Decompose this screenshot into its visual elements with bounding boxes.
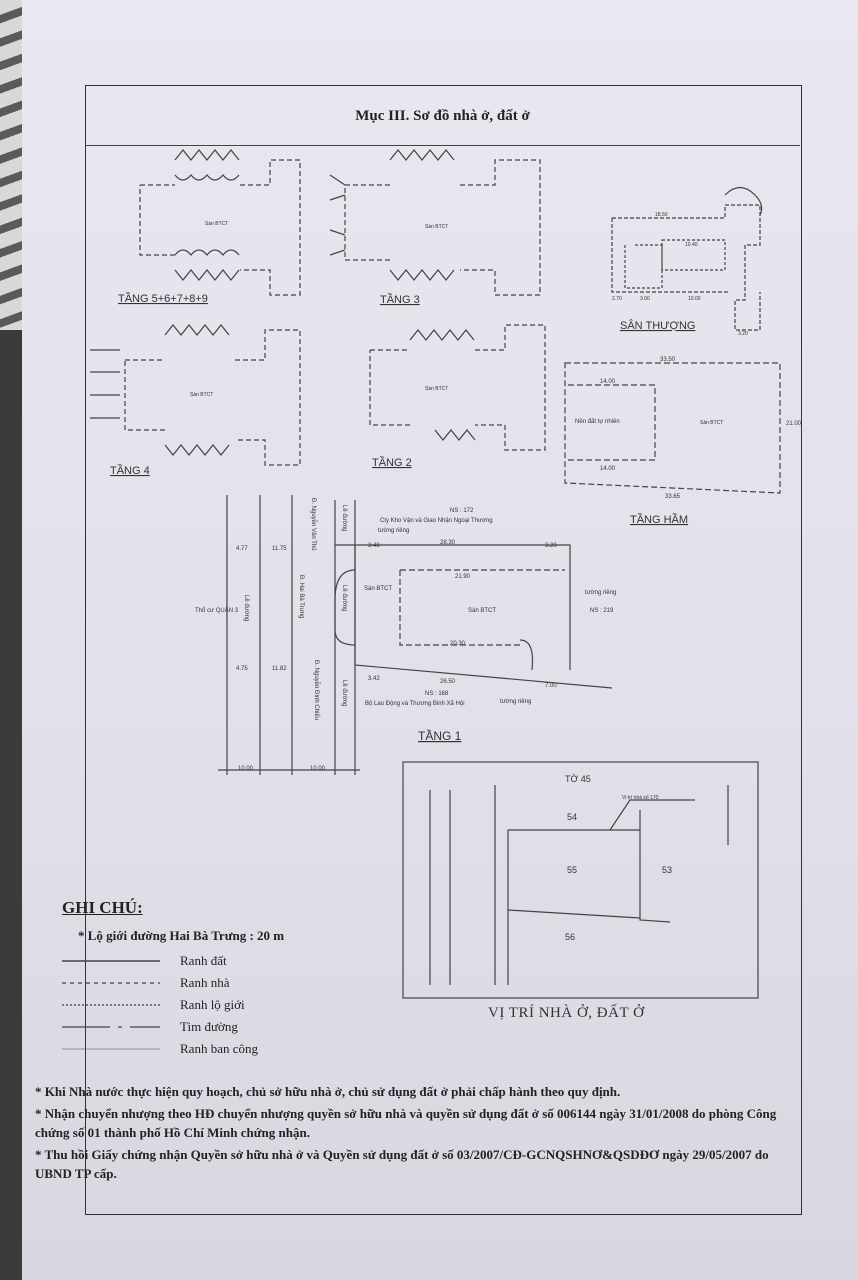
legend-label: Tim đường <box>180 1019 238 1034</box>
plan-tang-5-9: Sàn BTCT TẦNG 5+6+7+8+9 <box>118 149 301 305</box>
dimension: 20.30 <box>450 641 466 647</box>
label-san-btct: Sàn BTCT <box>205 221 228 227</box>
neighbor-ns: NS : 172 <box>450 508 474 514</box>
label-san-btct: Sàn BTCT <box>468 608 496 614</box>
floor-label: TẦNG 4 <box>110 464 150 477</box>
note: * Nhận chuyển nhượng theo HĐ chuyển nhượ… <box>35 1106 777 1140</box>
legend-item: Ranh đất <box>60 952 360 972</box>
title-divider <box>85 145 800 146</box>
plan-tang-ham: 33.50 14.00 14.00 33.65 21.00 Nền đất tự… <box>564 357 802 526</box>
legend-lines <box>62 960 160 1050</box>
label-san-btct: Sàn BTCT <box>364 586 392 592</box>
dimension: 33.65 <box>665 494 681 500</box>
lot-number: 53 <box>662 865 672 875</box>
location-map: TỜ 45 Vị trí nhà số 170 54 55 53 56 <box>402 761 759 999</box>
plan-san-thuong: 18.50 10.40 2.70 3.00 10.00 3.20 SÂN THƯ… <box>611 186 763 337</box>
legend: * Lộ giới đường Hai Bà Trưng : 20 m Ranh… <box>60 928 285 1056</box>
road-width-note: * Lộ giới đường Hai Bà Trưng : 20 m <box>78 928 285 943</box>
wall-label: tường riêng <box>585 590 616 596</box>
legend-item: Tim đường <box>60 1018 360 1038</box>
lot-number: 56 <box>565 932 575 942</box>
dimension: 18.50 <box>655 212 668 218</box>
location-pointer: Vị trí nhà số 170 <box>622 795 659 801</box>
neighbor-ns: NS : 168 <box>425 691 449 697</box>
wall-label: tường riêng <box>378 528 409 534</box>
plan-tang-3: Sàn BTCT TẦNG 3 <box>329 149 541 306</box>
location-caption: VỊ TRÍ NHÀ Ở, ĐẤT Ở <box>488 1005 645 1021</box>
dimension: 21.00 <box>786 421 802 427</box>
floor-label: TẦNG 1 <box>418 728 462 743</box>
dimension: 7.00 <box>545 683 557 689</box>
dimension: 10.00 <box>310 766 326 772</box>
section-title: Mục III. Sơ đồ nhà ở, đất ở <box>355 108 530 124</box>
label-nen-dat: Nền đất tự nhiên <box>575 419 620 425</box>
label-san-btct: Sàn BTCT <box>700 420 723 426</box>
lot-number: 55 <box>567 865 577 875</box>
floor-label: SÂN THƯỢNG <box>620 319 695 332</box>
dimension: 10.40 <box>685 242 698 248</box>
road-label: Đ. Nguyễn Văn Thủ <box>310 498 317 551</box>
notes: * Khi Nhà nước thực hiện quy hoạch, chủ … <box>35 1082 795 1186</box>
floor-label: TẦNG 2 <box>372 456 412 469</box>
lot-number: 54 <box>567 812 577 822</box>
neighbor-ns: NS : 219 <box>590 608 614 614</box>
dimension: 3.48 <box>368 543 380 549</box>
dimension: 10.00 <box>238 766 254 772</box>
sidewalk-label: Lề đường <box>243 595 249 621</box>
floor-label: TẦNG 3 <box>380 293 420 306</box>
legend-label: Ranh lộ giới <box>180 997 245 1012</box>
sidewalk-label: Lề đường <box>341 680 347 706</box>
dimension: 10.00 <box>688 296 701 302</box>
dimension: 14.00 <box>600 379 616 385</box>
dimension: 3.20 <box>545 543 557 549</box>
sidewalk-label: Lề đường <box>341 505 347 531</box>
neighbor-label: Bộ Lao Động và Thương Binh Xã Hội <box>365 701 465 707</box>
dimension: 2.70 <box>612 296 622 302</box>
wall-label: tường riêng <box>500 699 531 705</box>
legend-heading: GHI CHÚ: <box>62 898 143 917</box>
note: * Khi Nhà nước thực hiện quy hoạch, chủ … <box>35 1084 621 1099</box>
label-san-btct: Sàn BTCT <box>425 386 448 392</box>
legend-label: Ranh ban công <box>180 1041 258 1056</box>
legend-label: Ranh đất <box>180 953 227 968</box>
floor-label: TẦNG HẦM <box>630 513 688 526</box>
plan-tang-1: Cty Kho Vận và Giao Nhận Ngoại Thương NS… <box>195 495 616 775</box>
dimension: 3.00 <box>640 296 650 302</box>
plan-tang-2: Sàn BTCT TẦNG 2 <box>369 324 546 469</box>
dimension: 11.75 <box>272 546 287 552</box>
plan-tang-4: Sàn BTCT TẦNG 4 <box>90 324 301 477</box>
legend-item: Ranh nhà <box>60 974 360 994</box>
dimension: 11.82 <box>272 666 287 672</box>
district-label: Thổ cư QUẬN 3 <box>195 607 239 614</box>
legend-item: Ranh ban công <box>60 1040 360 1060</box>
legend-item: Ranh lộ giới <box>60 996 360 1016</box>
document-page <box>22 0 858 1280</box>
dimension: 28.30 <box>440 540 456 546</box>
road-label: Đ. Hai Bà Trưng <box>298 575 304 618</box>
neighbor-label: Cty Kho Vận và Giao Nhận Ngoại Thương <box>380 518 493 524</box>
label-san-btct: Sàn BTCT <box>190 392 213 398</box>
dimension: 14.00 <box>600 466 616 472</box>
dimension: 33.50 <box>660 357 676 363</box>
dimension: 3.20 <box>738 331 748 337</box>
road-label: Đ. Nguyễn Đình Chiểu <box>313 660 320 720</box>
dimension: 4.77 <box>236 546 248 552</box>
dimension: 4.75 <box>236 666 248 672</box>
legend-label: Ranh nhà <box>180 975 230 990</box>
floor-label: TẦNG 5+6+7+8+9 <box>118 292 208 305</box>
note: * Thu hồi Giấy chứng nhận Quyền sở hữu n… <box>35 1147 769 1181</box>
sidewalk-label: Lề đường <box>341 585 347 611</box>
label-san-btct: Sàn BTCT <box>425 224 448 230</box>
document-frame <box>85 85 802 1215</box>
dimension: 21.90 <box>455 574 471 580</box>
dimension: 3.42 <box>368 676 380 682</box>
dimension: 26.50 <box>440 679 456 685</box>
sheet-number: TỜ 45 <box>565 774 591 784</box>
